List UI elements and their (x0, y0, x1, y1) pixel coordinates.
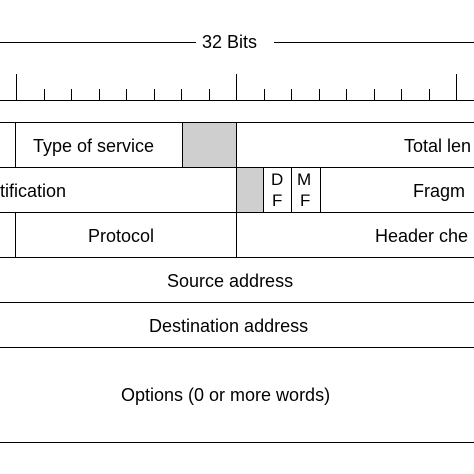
row-border-5 (0, 302, 474, 303)
mf-flag-bottom: F (300, 191, 311, 210)
row-border-2 (0, 167, 474, 168)
row3-divider-a (15, 212, 16, 257)
bit-width-arrow-right (274, 42, 474, 43)
ruler-tick (209, 89, 210, 100)
ruler-tick (346, 89, 347, 100)
ruler-major-tick (456, 74, 457, 100)
row1-divider-c (236, 122, 237, 167)
ruler-tick (291, 89, 292, 100)
ruler-tick (154, 89, 155, 100)
identification-field: tification (0, 181, 67, 201)
ruler-tick (71, 89, 72, 100)
ruler-major-tick (16, 74, 17, 100)
ruler-tick (401, 89, 402, 100)
row-border-7 (0, 442, 474, 443)
row-border-4 (0, 257, 474, 258)
total-length-field: Total len (404, 136, 472, 156)
options-field: Options (0 or more words) (121, 385, 331, 405)
ruler-tick (181, 89, 182, 100)
ruler-tick (374, 89, 375, 100)
destination-address-field: Destination address (149, 316, 309, 336)
row2-divider-c (291, 167, 292, 212)
row3-divider-b (236, 212, 237, 257)
ruler-tick (319, 89, 320, 100)
row-border-1 (0, 122, 474, 123)
ruler-tick (126, 89, 127, 100)
mf-flag-top: M (297, 170, 312, 189)
ruler-tick (44, 89, 45, 100)
row2-divider-b (263, 167, 264, 212)
row1-divider-a (15, 122, 16, 167)
ruler-tick (429, 89, 430, 100)
unused-bit-row2 (237, 168, 263, 212)
type-of-service-field: Type of service (33, 136, 155, 156)
row2-divider-d (320, 167, 321, 212)
ruler-tick (264, 89, 265, 100)
row-border-6 (0, 347, 474, 348)
ruler-tick (99, 89, 100, 100)
row-border-3 (0, 212, 474, 213)
ruler-major-tick (236, 74, 237, 100)
source-address-field: Source address (167, 271, 294, 291)
bit-width-arrow-left (0, 42, 196, 43)
df-flag-top: D (271, 170, 284, 189)
row2-divider-a (236, 167, 237, 212)
bit-ruler-baseline (0, 100, 474, 101)
unused-bits-row1 (183, 123, 236, 167)
protocol-field: Protocol (88, 226, 155, 246)
df-flag-bottom: F (272, 191, 283, 210)
row1-divider-b (182, 122, 183, 167)
bit-width-label: 32 Bits (196, 33, 264, 51)
header-checksum-field: Header che (375, 226, 469, 246)
fragment-offset-field: Fragm (413, 181, 466, 201)
